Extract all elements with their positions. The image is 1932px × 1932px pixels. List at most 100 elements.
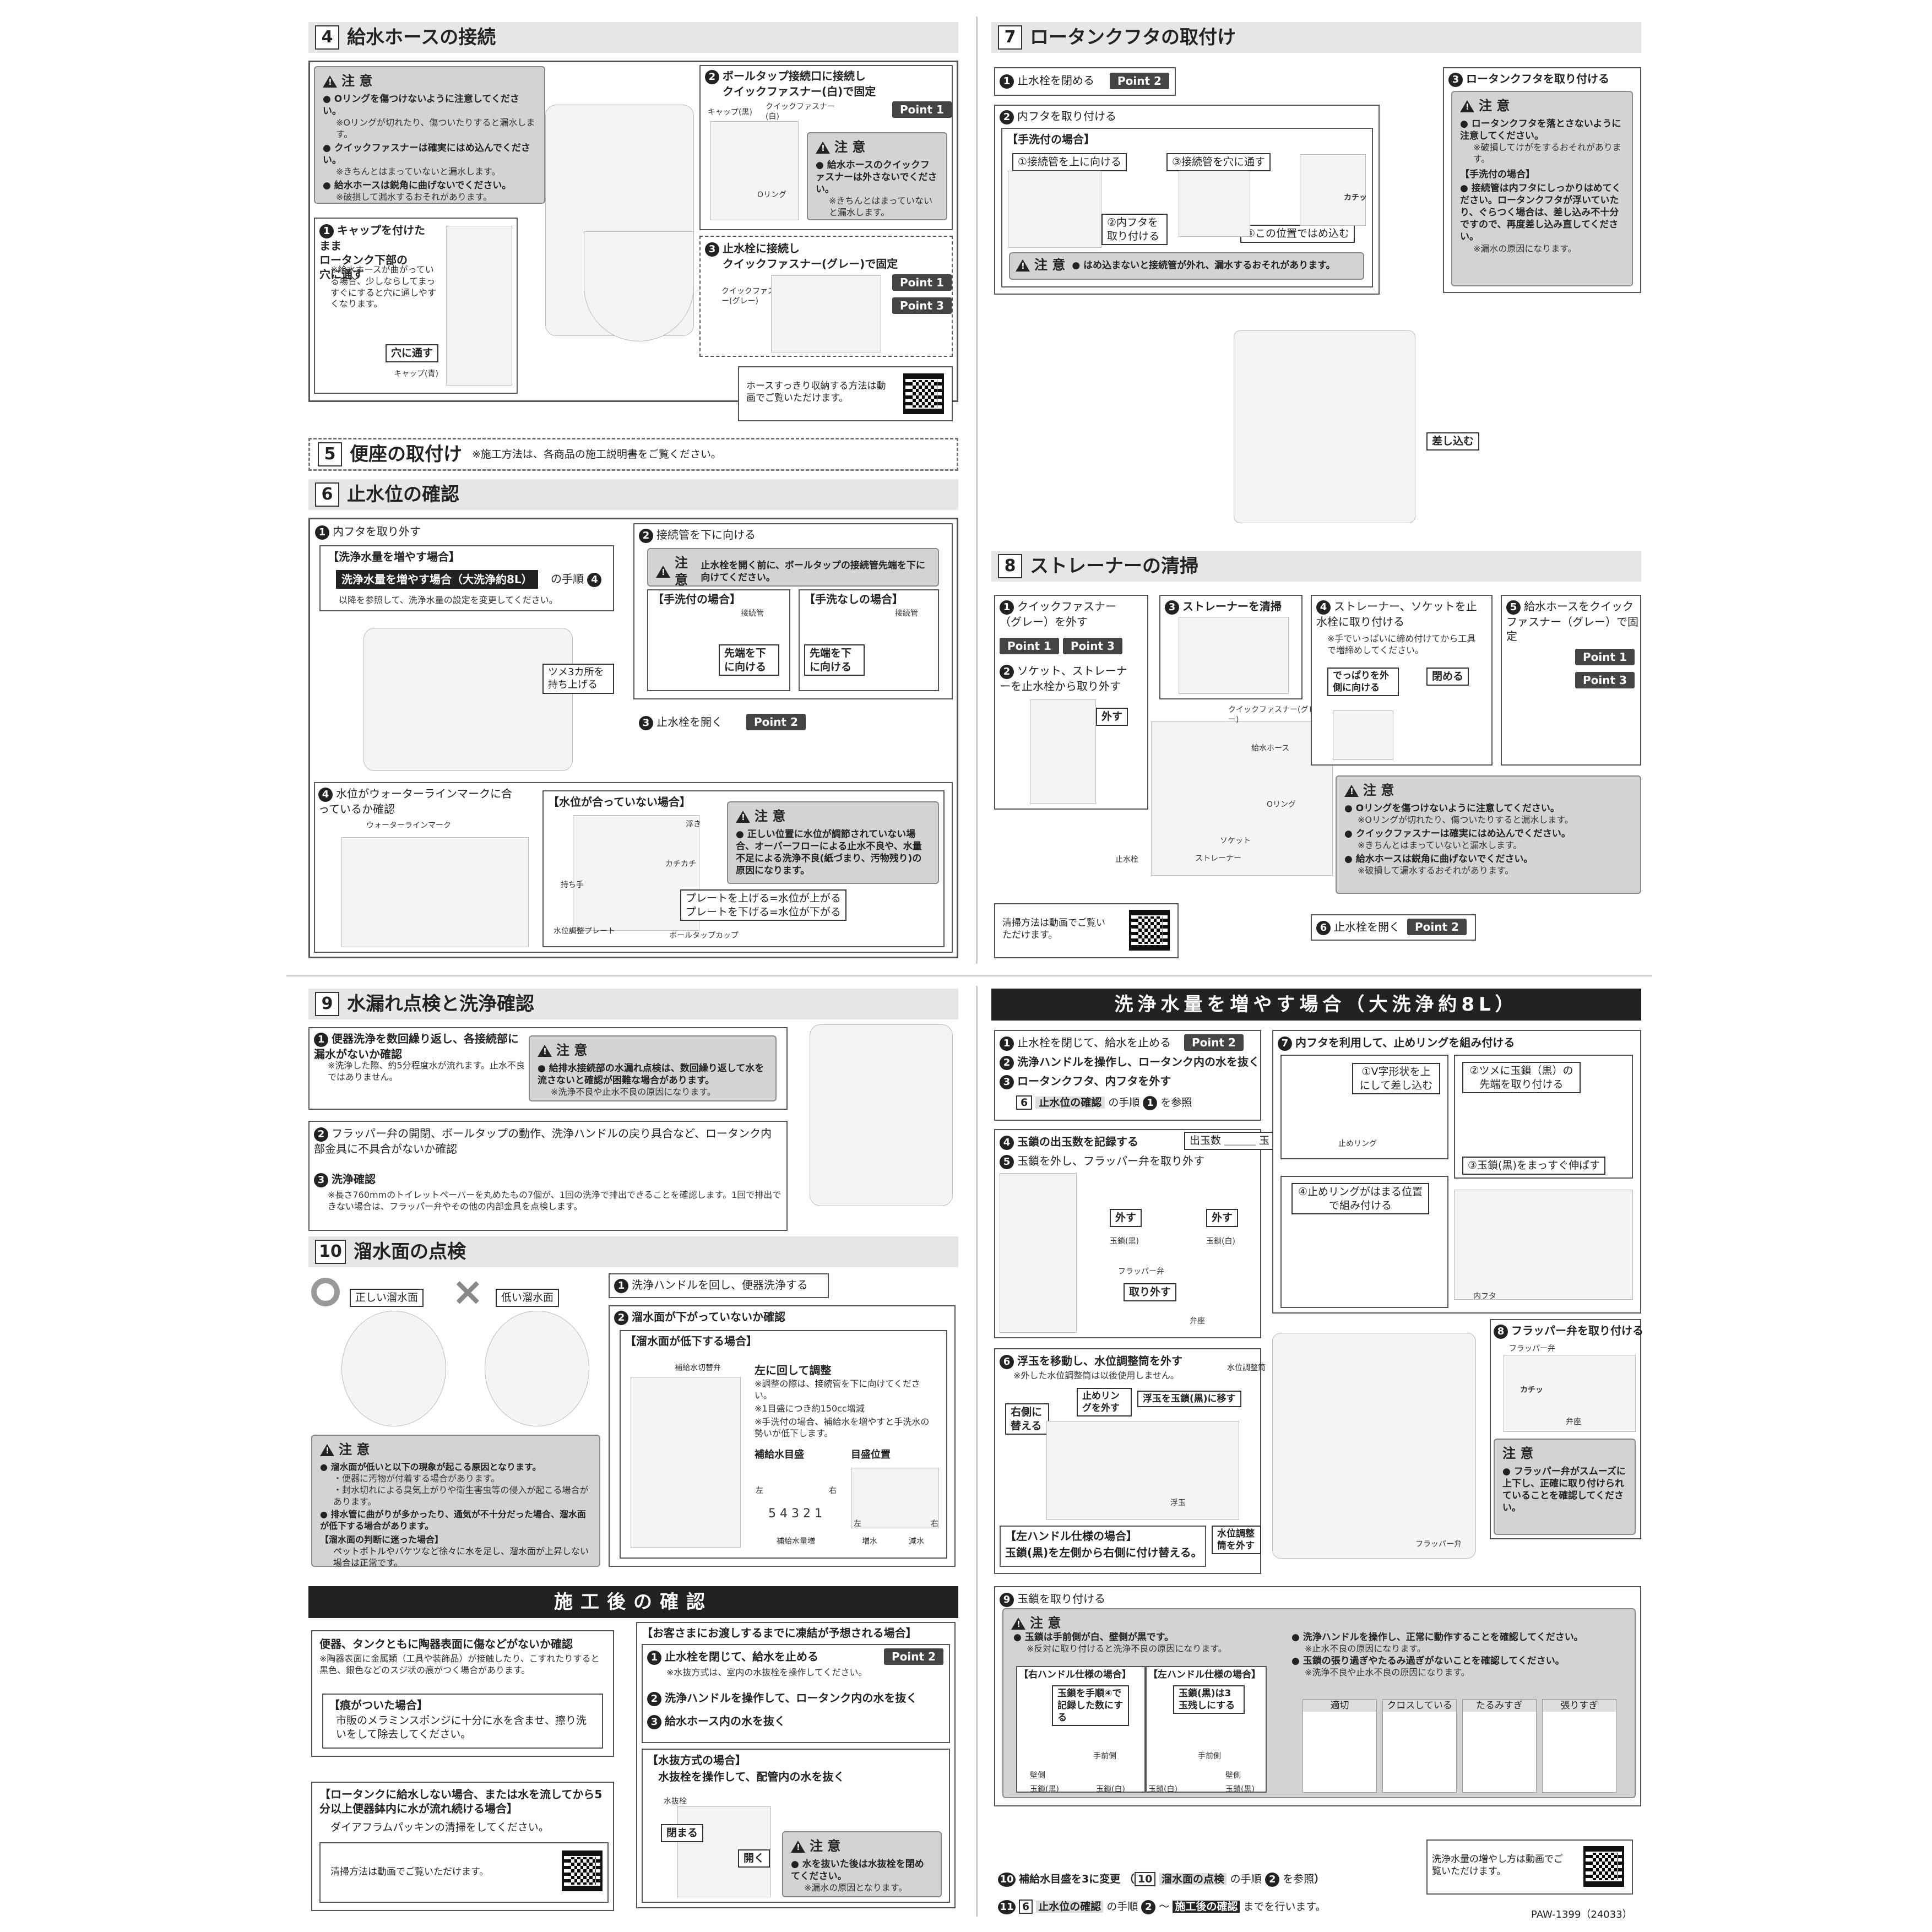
soto-left-label: 外す: [1110, 1209, 1142, 1227]
tearai-nashi-label: 【手洗なしの場合】: [804, 593, 903, 606]
section-title: 止水位の確認: [347, 483, 459, 506]
qr-code[interactable]: [903, 373, 944, 414]
warning-icon: [323, 75, 337, 88]
s4-step2-illustration: [710, 121, 799, 220]
kachi-label: カチカチ: [665, 860, 696, 869]
section-6-header: 6 止水位の確認: [308, 479, 958, 510]
oring-label: Oリング: [1267, 800, 1296, 809]
setsuzoku-label: 接続管: [895, 609, 918, 618]
after-kizu: 【痕がついた場合】: [329, 1698, 428, 1712]
inc-label: 補給水量増: [777, 1537, 815, 1546]
hazusu-label: 外す: [1096, 708, 1128, 726]
left-handle-box: [1000, 1526, 1206, 1567]
s7-illustration-3: [1300, 154, 1366, 226]
tama-white-label: 玉鎖(白): [1096, 1785, 1125, 1794]
vertical-divider-bottom: [976, 986, 978, 1917]
s6-case-button[interactable]: 洗浄水量を増やす場合（大洗浄約8L）: [336, 570, 538, 589]
sashikomu-label: 差し込む: [1426, 432, 1480, 451]
section-title: 水漏れ点検と洗浄確認: [347, 992, 534, 1015]
qf-grey-label: クイックファスナー(グレー): [721, 287, 783, 306]
s8-qr-text: 清掃方法は動画でご覧いただけます。: [1002, 918, 1105, 941]
after-kizu-box: [322, 1694, 603, 1749]
s4-qr-text: ホースすっきり収納する方法は動画でご覧いただけます。: [746, 381, 886, 404]
point-2-badge[interactable]: Point 2: [1184, 1034, 1244, 1051]
s4-hose-illustration: [446, 226, 512, 386]
kabe-label: 壁側: [1030, 1771, 1045, 1780]
s7-illustration-1: [1008, 171, 1101, 248]
after-header: 施工後の確認: [308, 1586, 958, 1618]
not-match-label: 【水位が合っていない場合】: [548, 795, 691, 808]
benza-label: 弁座: [1566, 1418, 1581, 1426]
warning-item: クイックファスナーは確実にはめ込んでください。: [323, 142, 530, 166]
point-3-badge[interactable]: Point 3: [1063, 638, 1122, 654]
big-s6-illustration: [1046, 1421, 1239, 1520]
point-2-badge[interactable]: Point 2: [884, 1648, 943, 1665]
qr-code[interactable]: [1583, 1846, 1624, 1887]
s9-warning: 注 意 給排水接続部の水漏れ点検は、数回繰り返して水を流さないと確認が困難な場合…: [529, 1035, 777, 1101]
s9-step3-note: ※長さ760mmのトイレットペーパーを丸めたもの7個が、1回の洗浄で排出できるこ…: [328, 1190, 782, 1212]
section-number: 7: [998, 25, 1022, 50]
valve-label: 補給水切替弁: [675, 1364, 721, 1372]
section-title: ロータンクフタの取付け: [1030, 26, 1236, 48]
mizunukisen-label: 水抜栓: [664, 1797, 687, 1806]
ukidama-label: 浮玉: [1170, 1499, 1186, 1507]
qr-code[interactable]: [562, 1850, 603, 1891]
left-handle-note: 玉鎖(黒)を左側から右側に付け替える。: [1005, 1546, 1202, 1559]
uchifuta-label: 内フタ: [1473, 1292, 1496, 1301]
point-2-badge[interactable]: Point 2: [1407, 919, 1467, 935]
s10-warning: 注 意 溜水面が低いと以下の現象が起こる原因となります。・便器に汚物が付着する場…: [311, 1435, 600, 1568]
temae-label: 手前側: [1198, 1752, 1221, 1761]
point-2-badge[interactable]: Point 2: [746, 714, 806, 730]
s7-warning: 注 意● はめ込まないと接続管が外れ、漏水するおそれがあります。: [1009, 252, 1364, 280]
mochite-label: 持ち手: [561, 881, 584, 889]
s6-case-title: 【洗浄水量を増やす場合】: [328, 550, 460, 563]
tama-black-label: 玉鎖(黒): [1030, 1785, 1059, 1794]
tearai-ari-label: 【手洗付の場合】: [653, 593, 741, 606]
freeze-title: 【お客さまにお渡しするまでに凍結が予想される場合】: [642, 1626, 917, 1640]
soto-right-label: 外す: [1206, 1209, 1239, 1227]
move-label: 浮玉を玉鎖(黒)に移す: [1137, 1391, 1241, 1408]
ng-label: 低い溜水面: [496, 1289, 560, 1307]
ok-circle-icon: [311, 1278, 340, 1306]
section-number: 6: [315, 482, 339, 507]
point-3-badge[interactable]: Point 3: [892, 297, 952, 314]
s10-turn-note-2: ※1目盛につき約150cc増減: [755, 1403, 865, 1414]
section-5-header: 5 便座の取付け ※施工方法は、各商品の施工説明書をご覧ください。: [311, 439, 956, 469]
warning-icon: [816, 141, 830, 154]
tama-black-label: 玉鎖(黒): [1110, 1237, 1139, 1246]
s4-step3-illustration: [771, 275, 881, 352]
right-handle-title: 【右ハンドル仕様の場合】: [1019, 1669, 1131, 1680]
s7-tank-illustration: [1234, 330, 1415, 523]
s10-case: 【溜水面が低下する場合】: [625, 1334, 757, 1348]
qr-code[interactable]: [1129, 910, 1170, 951]
gen-label: 減水: [909, 1537, 924, 1546]
point-1-badge[interactable]: Point 1: [892, 101, 952, 118]
point-1-badge[interactable]: Point 1: [892, 274, 952, 291]
qf-white-label: クイックファスナー(白): [766, 102, 835, 122]
point-3-badge[interactable]: Point 3: [1575, 672, 1635, 688]
rec-label: 玉鎖を手順④で記録した数にする: [1052, 1685, 1129, 1727]
s8-step5-box: [1501, 595, 1641, 766]
s10-turn-note-3: ※手洗付の場合、補給水を増やすと手洗水の勢いが低下します。: [755, 1417, 930, 1439]
point-2-badge[interactable]: Point 2: [1110, 73, 1169, 89]
s6-warning-b: 注 意 正しい位置に水位が調節されていない場合、オーバーフローによる止水不良や、…: [727, 801, 939, 884]
point-1-badge[interactable]: Point 1: [1575, 649, 1635, 665]
big-s7-illustration: [1454, 1190, 1633, 1300]
bt-cup-label: ボールタップカップ: [669, 931, 739, 940]
point-1-badge[interactable]: Point 1: [1000, 638, 1059, 654]
s10-step1-box: [609, 1273, 829, 1298]
s7-step-b: ②内フタを取り付ける: [1101, 214, 1168, 246]
scale-label: 補給水目盛: [755, 1449, 804, 1461]
